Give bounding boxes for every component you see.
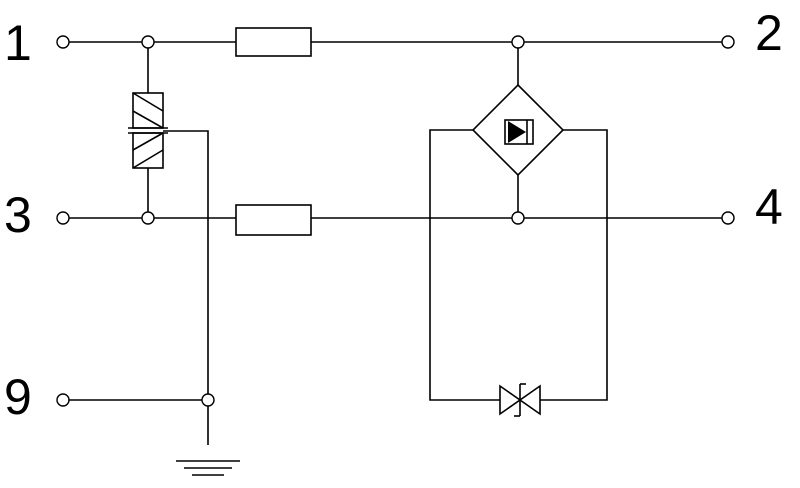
terminal-2-label: 2	[755, 5, 783, 61]
tvs-loop	[429, 129, 608, 401]
junction-node	[511, 211, 525, 225]
gas-discharge-tube	[128, 42, 168, 218]
resistor-middle	[235, 204, 312, 236]
terminal-2-connector	[721, 35, 735, 49]
terminal-3-label: 3	[4, 187, 32, 243]
junction-node	[511, 35, 525, 49]
diode-bridge	[471, 42, 565, 218]
resistor-top	[235, 27, 312, 57]
terminal-9-connector	[56, 393, 70, 407]
ground-conductor	[163, 130, 209, 445]
ground-symbol	[176, 460, 240, 476]
terminal-9-label: 9	[4, 369, 32, 425]
terminal-4-connector	[721, 211, 735, 225]
junction-node	[141, 211, 155, 225]
tvs-diode	[499, 383, 541, 417]
terminal-4-label: 4	[755, 179, 783, 235]
terminal-3-connector	[56, 211, 70, 225]
terminal-1-connector	[56, 35, 70, 49]
junction-node	[141, 35, 155, 49]
junction-node	[201, 393, 215, 407]
terminal-1-label: 1	[4, 15, 32, 71]
